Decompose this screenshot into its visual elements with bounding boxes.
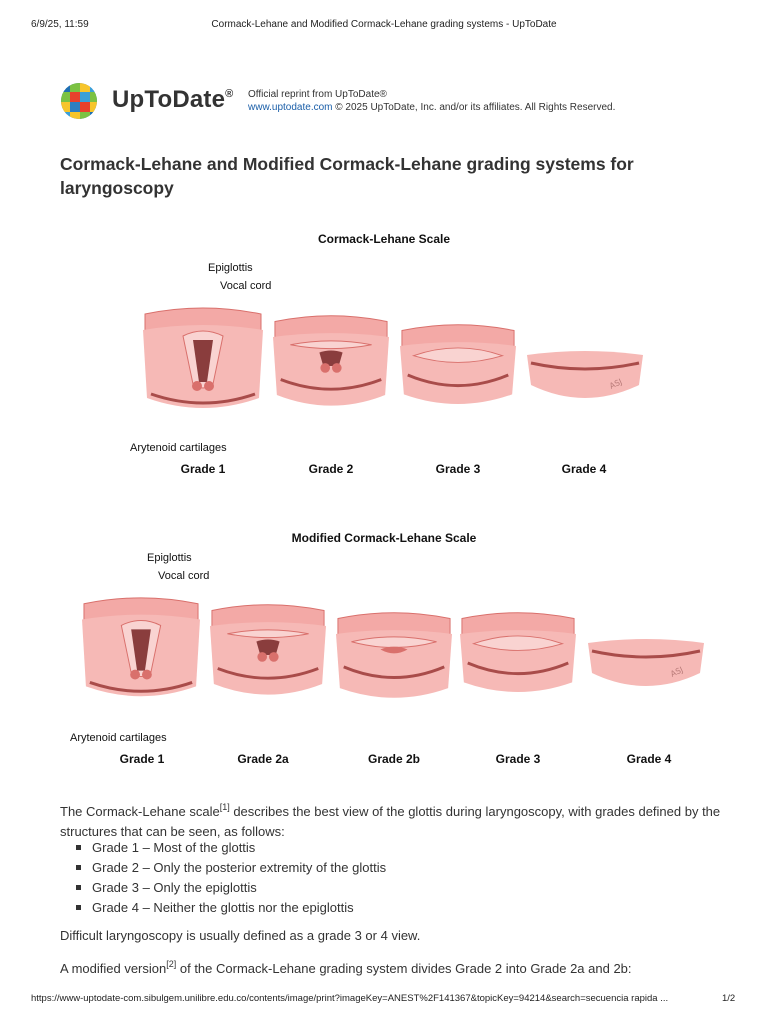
brand-header: UpToDate® Official reprint from UpToDate… xyxy=(60,82,740,126)
arytenoid-cartilages-label: Arytenoid cartilages xyxy=(130,442,227,454)
arytenoid-cartilages-label: Arytenoid cartilages xyxy=(70,732,167,744)
figure-1-title: Cormack-Lehane Scale xyxy=(317,232,451,246)
copyright-text: © 2025 UpToDate, Inc. and/or its affilia… xyxy=(335,102,616,113)
grade-label: Grade 2a xyxy=(237,752,289,766)
epiglottis-label: Epiglottis xyxy=(147,552,192,564)
laryngoscopic-view-4: ASJ xyxy=(527,351,643,398)
difficulty-paragraph: Difficult laryngoscopy is usually define… xyxy=(60,928,421,943)
grade-definition-item: Grade 1 – Most of the glottis xyxy=(76,838,386,858)
modified-cormack-lehane-figure: Modified Cormack-Lehane Scale Epiglottis… xyxy=(0,525,768,775)
laryngoscopic-view-2 xyxy=(273,315,389,406)
print-header: 6/9/25, 11:59 Cormack-Lehane and Modifie… xyxy=(0,19,768,33)
print-datetime: 6/9/25, 11:59 xyxy=(31,19,89,30)
vocal-cord-label: Vocal cord xyxy=(220,280,272,292)
grade-label: Grade 4 xyxy=(561,462,607,476)
reprint-line: Official reprint from UpToDate® xyxy=(248,89,387,100)
intro-paragraph: The Cormack-Lehane scale[1] describes th… xyxy=(60,802,721,839)
laryngoscopic-view-5: ASJ xyxy=(588,639,704,686)
figure-2-title: Modified Cormack-Lehane Scale xyxy=(291,531,477,545)
laryngoscopic-view-3 xyxy=(400,324,516,404)
grade-label: Grade 2b xyxy=(367,752,421,766)
page-number: 1/2 xyxy=(722,993,736,1004)
reference-2[interactable]: [2] xyxy=(166,959,177,969)
laryngoscopic-view-1 xyxy=(143,307,263,408)
reprint-notice: Official reprint from UpToDate® www.upto… xyxy=(248,88,615,114)
document-title: Cormack-Lehane and Modified Cormack-Leha… xyxy=(60,154,634,198)
print-page-title: Cormack-Lehane and Modified Cormack-Leha… xyxy=(211,19,557,30)
epiglottis-label: Epiglottis xyxy=(208,262,253,274)
uptodate-site-link[interactable]: www.uptodate.com xyxy=(248,102,333,113)
grade-label: Grade 3 xyxy=(495,752,541,766)
laryngoscopic-view-2 xyxy=(210,604,326,695)
brand-name: UpToDate® xyxy=(112,86,234,113)
print-url: https://www-uptodate-com.sibulgem.unilib… xyxy=(31,993,669,1004)
laryngoscopic-view-4 xyxy=(460,612,576,692)
reference-1[interactable]: [1] xyxy=(219,802,230,812)
grade-label: Grade 1 xyxy=(119,752,165,766)
uptodate-logo-icon xyxy=(61,83,97,119)
laryngoscopic-view-1 xyxy=(82,597,200,697)
grade-label: Grade 1 xyxy=(180,462,226,476)
laryngoscopic-view-3 xyxy=(336,612,452,698)
grade-label: Grade 4 xyxy=(626,752,672,766)
cormack-lehane-figure: Cormack-Lehane Scale Epiglottis Vocal co… xyxy=(0,225,768,485)
grade-definition-item: Grade 3 – Only the epiglottis xyxy=(76,878,386,898)
modified-paragraph: A modified version[2] of the Cormack-Leh… xyxy=(60,959,632,976)
grade-definition-item: Grade 4 – Neither the glottis nor the ep… xyxy=(76,898,386,918)
grade-label: Grade 3 xyxy=(435,462,481,476)
vocal-cord-label: Vocal cord xyxy=(158,570,210,582)
grade-definition-item: Grade 2 – Only the posterior extremity o… xyxy=(76,858,386,878)
grade-label: Grade 2 xyxy=(308,462,354,476)
